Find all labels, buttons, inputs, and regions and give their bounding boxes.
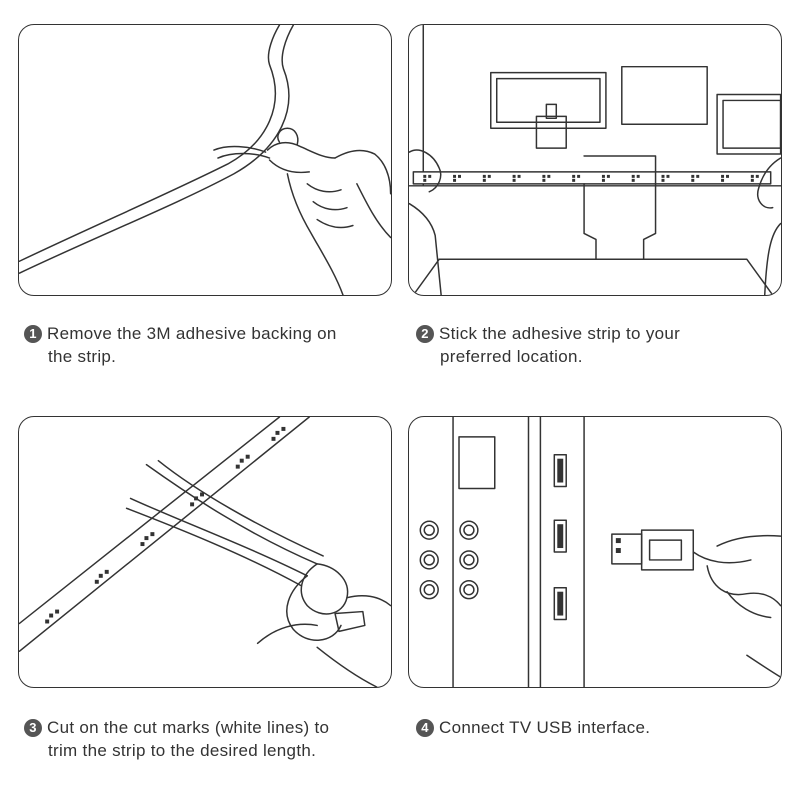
- step3-text-line2: trim the strip to the desired length.: [48, 741, 317, 760]
- step4-caption: 4 Connect TV USB interface.: [416, 716, 650, 739]
- scissors-cut-drawing: [19, 417, 391, 687]
- step2-illustration: [408, 24, 782, 296]
- usb-slot-fill: [557, 458, 621, 616]
- step3-illustration: [18, 416, 392, 688]
- step1-caption: 1 Remove the 3M adhesive backing on the s…: [24, 322, 337, 368]
- step1-text-line2: the strip.: [48, 347, 117, 366]
- step3-text-line1: Cut on the cut marks (white lines) to: [47, 718, 330, 737]
- step1-illustration: [18, 24, 392, 296]
- strip-leds: [423, 174, 759, 182]
- cut-strip-leds: [45, 426, 286, 624]
- step1-text-line1: Remove the 3M adhesive backing on: [47, 324, 337, 343]
- step4-text-line1: Connect TV USB interface.: [439, 718, 651, 737]
- step4-number-badge: 4: [416, 719, 434, 737]
- usb-connect-drawing: [419, 417, 781, 687]
- step3-number-badge: 3: [24, 719, 42, 737]
- peel-backing-drawing: [19, 25, 391, 295]
- step1-number-badge: 1: [24, 325, 42, 343]
- step3-caption: 3 Cut on the cut marks (white lines) to t…: [24, 716, 329, 762]
- step2-text-line2: preferred location.: [440, 347, 583, 366]
- step4-illustration: [408, 416, 782, 688]
- step2-number-badge: 2: [416, 325, 434, 343]
- step2-caption: 2 Stick the adhesive strip to your prefer…: [416, 322, 680, 368]
- step2-text-line1: Stick the adhesive strip to your: [439, 324, 681, 343]
- tv-strip-drawing: [409, 25, 781, 295]
